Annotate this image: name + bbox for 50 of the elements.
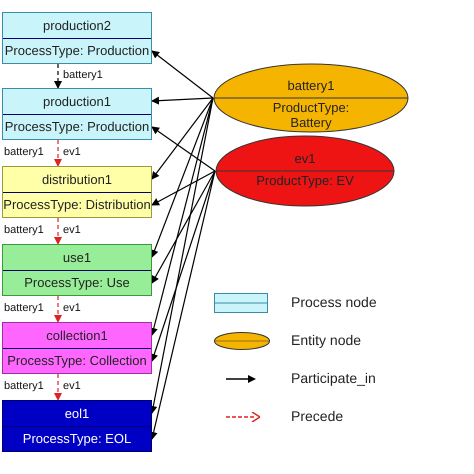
precede-label: battery1 (4, 146, 44, 158)
precede-arrow (54, 374, 62, 401)
precede-label: battery1 (4, 380, 44, 392)
process-type: ProcessType: Distribution (3, 192, 151, 217)
legend-label: Process node (291, 294, 377, 310)
precede-arrow (54, 64, 62, 89)
precede-label: battery1 (4, 302, 44, 314)
participate-arrow (151, 170, 216, 284)
entity-name: ev1 (294, 151, 316, 166)
process-box (2, 400, 152, 452)
legend-label: Precede (291, 408, 344, 424)
entity-type: ProductType: EV (255, 173, 355, 188)
process-name: collection1 (45, 326, 109, 345)
process-name: eol1 (64, 404, 90, 423)
process-type: ProcessType: EOL (3, 426, 151, 451)
participate-arrow (151, 98, 214, 180)
process-type: ProcessType: Production (3, 114, 151, 139)
edge-label: ev1 (63, 380, 81, 392)
precede-label: battery1 (4, 224, 44, 236)
entity-ellipse (213, 63, 409, 133)
process-name: production1 (42, 92, 112, 111)
entity-type: ProductType: Battery (272, 100, 350, 130)
process-name: use1 (62, 248, 92, 267)
precede-arrow (54, 218, 62, 245)
entity-name: battery1 (286, 78, 336, 93)
process-box (2, 244, 152, 296)
edge-label: ev1 (63, 224, 81, 236)
precede-arrow (54, 296, 62, 323)
process-box (2, 322, 152, 374)
process-type: ProcessType: Use (3, 270, 151, 295)
edge-label: ev1 (63, 302, 81, 314)
legend-label: Participate_in (291, 370, 376, 386)
process-box (2, 88, 152, 140)
process-box (2, 166, 152, 218)
participate-arrow (151, 96, 214, 105)
process-box (2, 12, 152, 64)
participate-arrow (150, 98, 214, 258)
entity-ellipse (215, 135, 395, 207)
process-type: ProcessType: Collection (3, 348, 151, 373)
participate-arrow (150, 170, 216, 362)
participate-arrow (151, 170, 216, 206)
edge-label: ev1 (63, 146, 81, 158)
precede-arrow (54, 140, 62, 167)
participate-arrow (151, 50, 214, 98)
process-name: production2 (42, 16, 112, 35)
participate-arrow (151, 126, 216, 172)
process-name: distribution1 (40, 170, 114, 189)
edge-label: battery1 (63, 69, 103, 81)
process-type: ProcessType: Production (3, 38, 151, 63)
legend-label: Entity node (291, 332, 362, 348)
